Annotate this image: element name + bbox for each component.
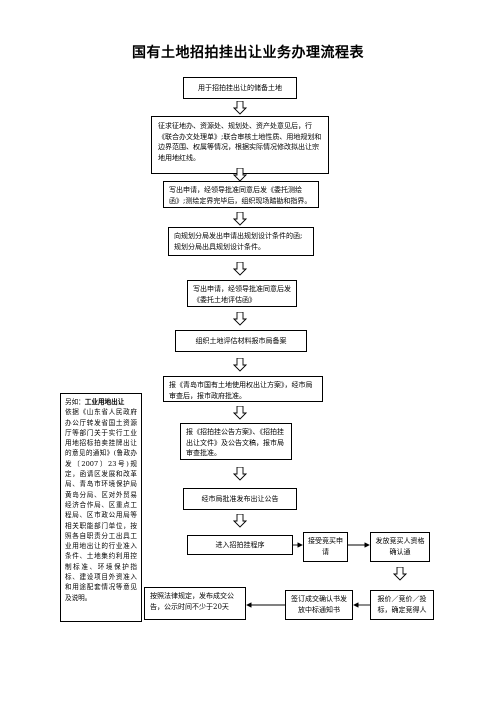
step-bid-determine-winner: 报价／竞价／投标，确定竞得人 (370, 590, 434, 620)
step-joint-review: 征求征地办、资源处、规划处、资产处意见后，行《联合办文处理单》;联合审核土地性质… (151, 116, 329, 174)
step-label: 按照法律规定，发布成交公告，公示时间不少于20天 (150, 592, 234, 611)
down-arrow-icon (233, 101, 247, 115)
down-arrow-icon (393, 567, 407, 581)
step-label: 接受竞买申请 (308, 537, 343, 556)
step-label: 进入招拍挂程序 (215, 541, 265, 549)
step-label: 组织土地评估材料报市局备案 (195, 337, 287, 345)
down-arrow-icon (233, 262, 247, 276)
step-planning-conditions: 向规划分局发出申请出规划设计条件的函;规划分局出具规划设计条件。 (168, 227, 314, 256)
step-label: 发放竞买人资格确认通 (375, 537, 425, 556)
industrial-land-note: 另如：工业用地出让 依据《山东省人民政府办公厅转发省国土资源厅等部门关于实行工业… (60, 393, 142, 622)
step-publish-announcement: 经市局批准发布出让公告 (183, 488, 297, 510)
note-heading: 工业用地出让 (84, 398, 125, 406)
down-arrow-icon (233, 406, 247, 420)
step-label: 经市局批准发布出让公告 (201, 495, 279, 503)
note-prefix: 另如： (65, 398, 85, 406)
step-appraisal-request: 写出申请，经领导批准同意后发《委托土地评估函》 (187, 280, 297, 307)
down-arrow-icon (233, 312, 247, 326)
step-announcement-plan: 报《招拍挂公告方案》、《招拍挂出让文件》及公告文稿，报市局审查批准。 (180, 423, 292, 460)
step-label: 向规划分局发出申请出规划设计条件的函;规划分局出具规划设计条件。 (174, 232, 303, 251)
step-survey: 写出申请，经领导批准同意后发《委托测绘函》;测绘定界完毕后，组织现场踏勘和指界。 (163, 181, 319, 208)
note-body: 依据《山东省人民政府办公厅转发省国土资源厅等部门关于实行工业用地招标拍卖挂牌出让… (65, 408, 137, 602)
step-label: 报《招拍挂公告方案》、《招拍挂出让文件》及公告文稿，报市局审查批准。 (186, 428, 284, 457)
step-sign-confirmation: 签订成交确认书发放中标通知书 (285, 590, 353, 620)
step-label: 报《青岛市国有土地使用权出让方案》，经市局审查后，报市政府批准。 (169, 381, 313, 400)
step-label: 签订成交确认书发放中标通知书 (291, 595, 347, 614)
step-enter-auction: 进入招拍挂程序 (187, 535, 293, 555)
step-label: 写出申请，经领导批准同意后发《委托测绘函》;测绘定界完毕后，组织现场踏勘和指界。 (169, 186, 312, 205)
step-label: 用于招拍挂出让的储备土地 (198, 84, 282, 92)
down-arrow-icon (233, 358, 247, 372)
step-label: 写出申请，经领导批准同意后发《委托土地评估函》 (193, 285, 291, 304)
step-qualification-notice: 发放竞买人资格确认通 (370, 532, 430, 562)
down-arrow-icon (233, 212, 247, 226)
step-transfer-plan: 报《青岛市国有土地使用权出让方案》，经市局审查后，报市政府批准。 (163, 376, 323, 402)
down-arrow-icon (233, 514, 247, 528)
step-appraisal-filing: 组织土地评估材料报市局备案 (175, 330, 307, 352)
step-accept-application: 接受竞买申请 (303, 532, 348, 562)
step-publish-result: 按照法律规定，发布成交公告，公示时间不少于20天 (144, 587, 246, 620)
page-title: 国有土地招拍挂出让业务办理流程表 (132, 45, 364, 61)
down-arrow-icon (233, 168, 247, 182)
step-reserve-land: 用于招拍挂出让的储备土地 (183, 77, 297, 99)
down-arrow-icon (233, 467, 247, 481)
step-label: 征求征地办、资源处、规划处、资产处意见后，行《联合办文处理单》;联合审核土地性质… (158, 122, 322, 162)
step-label: 报价／竞价／投标，确定竞得人 (377, 595, 427, 614)
